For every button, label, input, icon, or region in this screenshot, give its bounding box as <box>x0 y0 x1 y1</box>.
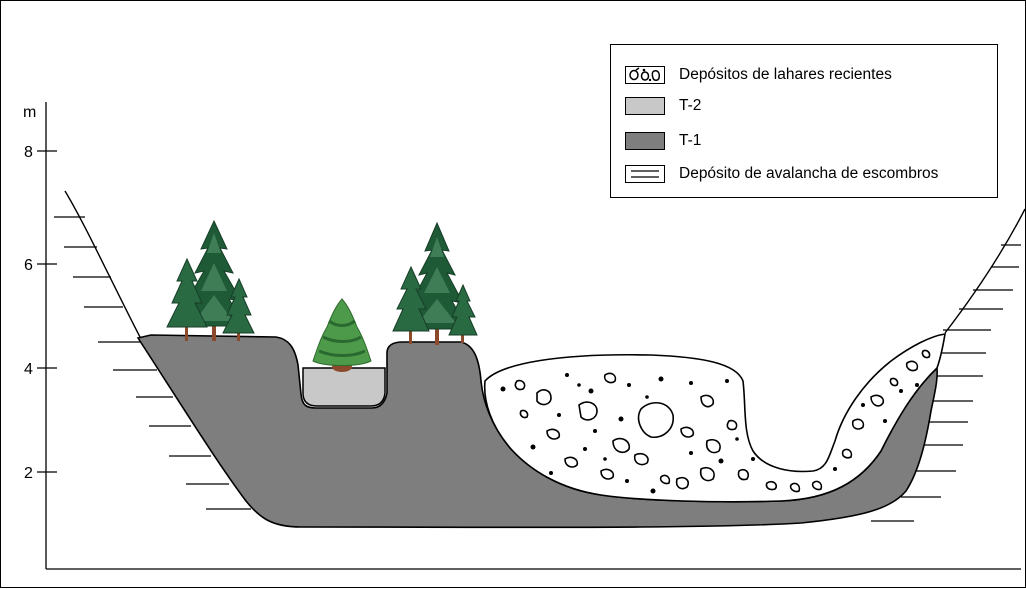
tick-6: 6 <box>24 257 57 274</box>
conifer-tree-6 <box>448 283 478 343</box>
legend-item-lahar: Depósitos de lahares recientes <box>625 65 892 85</box>
legend-item-avalanche: Depósito de avalancha de escombros <box>625 164 938 184</box>
tick-2: 2 <box>24 465 57 482</box>
tick-label-6: 6 <box>24 257 33 274</box>
conifer-tree-1 <box>182 219 246 341</box>
lahar-deposit <box>483 333 946 503</box>
conifer-tree-3 <box>222 277 255 341</box>
lahar-clasts <box>514 349 931 493</box>
tick-label-8: 8 <box>24 144 33 161</box>
vertical-axis: m 8 6 4 2 <box>23 102 1021 570</box>
legend-label-t2: T-2 <box>679 97 702 114</box>
dark-gray-swatch-icon <box>625 132 665 150</box>
lahar-clasts-icon <box>625 66 665 84</box>
conifer-tree-5 <box>392 265 430 344</box>
tick-label-2: 2 <box>24 465 33 482</box>
conifer-tree-2 <box>166 257 208 341</box>
avalanche-deposit-hatch-right <box>871 244 1021 522</box>
legend-label-lahar: Depósitos de lahares recientes <box>679 66 892 83</box>
legend-item-t2: T-2 <box>625 96 701 116</box>
t2-terrace-deposit <box>302 367 386 407</box>
horizontal-lines-icon <box>625 165 665 183</box>
small-pine-tree <box>312 298 372 372</box>
axis-unit-label: m <box>23 104 36 121</box>
legend-label-t1: T-1 <box>679 132 702 149</box>
legend-item-t1: T-1 <box>625 131 701 151</box>
tick-4: 4 <box>24 361 57 378</box>
avalanche-deposit-hatch-left <box>54 216 251 510</box>
lahar-small-clasts <box>500 373 919 494</box>
valley-wall-left <box>64 190 142 340</box>
legend: Depósitos de lahares recientes T-2 T-1 D… <box>610 44 998 198</box>
light-gray-swatch-icon <box>625 97 665 115</box>
tick-8: 8 <box>24 144 57 161</box>
legend-label-avalanche: Depósito de avalancha de escombros <box>679 165 939 182</box>
tick-label-4: 4 <box>24 361 33 378</box>
valley-wall-right <box>944 208 1026 334</box>
